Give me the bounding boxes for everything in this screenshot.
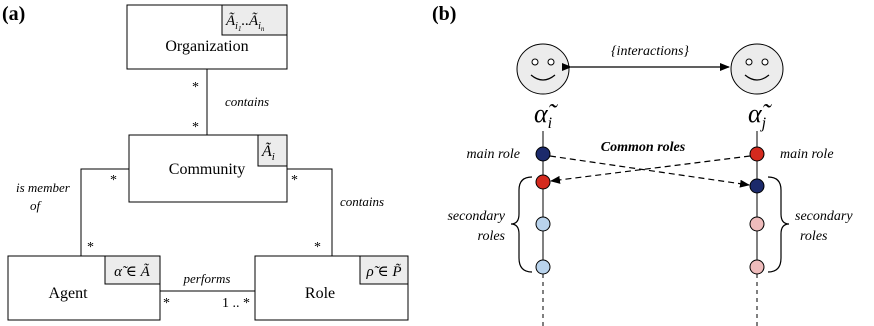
agent-tag-box (104, 255, 161, 285)
organization-box: Ãi1..Ãin Organization (126, 4, 288, 70)
agent-tag: α̃ ∈ Ã (114, 263, 150, 280)
mult-org-bottom: * (192, 80, 199, 95)
mult-community-top: * (192, 120, 199, 135)
agent-j-common-role-node (749, 178, 765, 194)
mult-agent-right: * (163, 296, 170, 311)
role-tag: ρ̃ ∈ P̃ (366, 264, 402, 280)
is-member-label-2: of (30, 198, 43, 213)
mult-agent-top: * (87, 240, 94, 255)
agent-j-symbol: α̃j (748, 99, 773, 132)
secondary-roles-right-label-2: roles (800, 229, 828, 244)
agent-j-face-icon (730, 43, 784, 95)
panel-a-label: (a) (2, 3, 25, 25)
common-role-arrow-j-to-i (550, 155, 751, 184)
agent-j-main-role-node (749, 146, 765, 162)
organization-tag: Ãi1..Ãin (225, 12, 265, 33)
community-tag-box (257, 134, 288, 167)
agent-i-main-role-node (535, 146, 551, 162)
mult-role-top: * (314, 240, 321, 255)
agent-box: α̃ ∈ Ã Agent (7, 255, 161, 321)
community-role-connector (287, 168, 333, 256)
organization-label: Organization (165, 38, 248, 55)
common-roles-label: Common roles (601, 140, 686, 155)
agent-j-secondary-role-node-2 (749, 259, 765, 275)
agent-i-symbol: α̃i (534, 99, 559, 132)
common-role-arrow-i-to-j (549, 155, 750, 188)
secondary-roles-right-label-1: secondary (795, 209, 853, 224)
is-member-label-1: is member (16, 180, 71, 195)
agent-i-secondary-role-node-1 (535, 216, 551, 232)
mult-role-left: 1 .. * (222, 296, 250, 311)
contains-right-label: contains (340, 194, 384, 209)
mult-community-right: * (291, 173, 298, 188)
secondary-roles-right-brace (767, 176, 790, 273)
mult-community-left: * (110, 173, 117, 188)
agent-i-face-icon (516, 43, 570, 95)
main-role-left-label: main role (466, 147, 520, 162)
community-label: Community (169, 161, 245, 178)
main-role-right-label: main role (780, 147, 834, 162)
secondary-roles-left-label-1: secondary (447, 209, 505, 224)
organization-tag-box (221, 4, 288, 36)
agent-j-secondary-role-node-1 (749, 216, 765, 232)
performs-label: performs (183, 271, 231, 286)
agent-label: Agent (48, 285, 88, 302)
community-tag: Ãi (261, 141, 275, 163)
role-label: Role (305, 285, 335, 302)
community-box: Ãi Community (128, 134, 288, 203)
secondary-roles-left-label-2: roles (478, 229, 506, 244)
interactions-label: {interactions} (611, 44, 689, 59)
contains-top-label: contains (225, 94, 269, 109)
agent-i-common-role-node (535, 174, 551, 190)
role-box: ρ̃ ∈ P̃ Role (254, 255, 409, 321)
role-tag-box (359, 255, 409, 285)
panel-b-label: (b) (432, 3, 456, 25)
secondary-roles-left-brace (510, 176, 533, 273)
agent-i-secondary-role-node-2 (535, 259, 551, 275)
community-agent-connector (80, 168, 129, 256)
